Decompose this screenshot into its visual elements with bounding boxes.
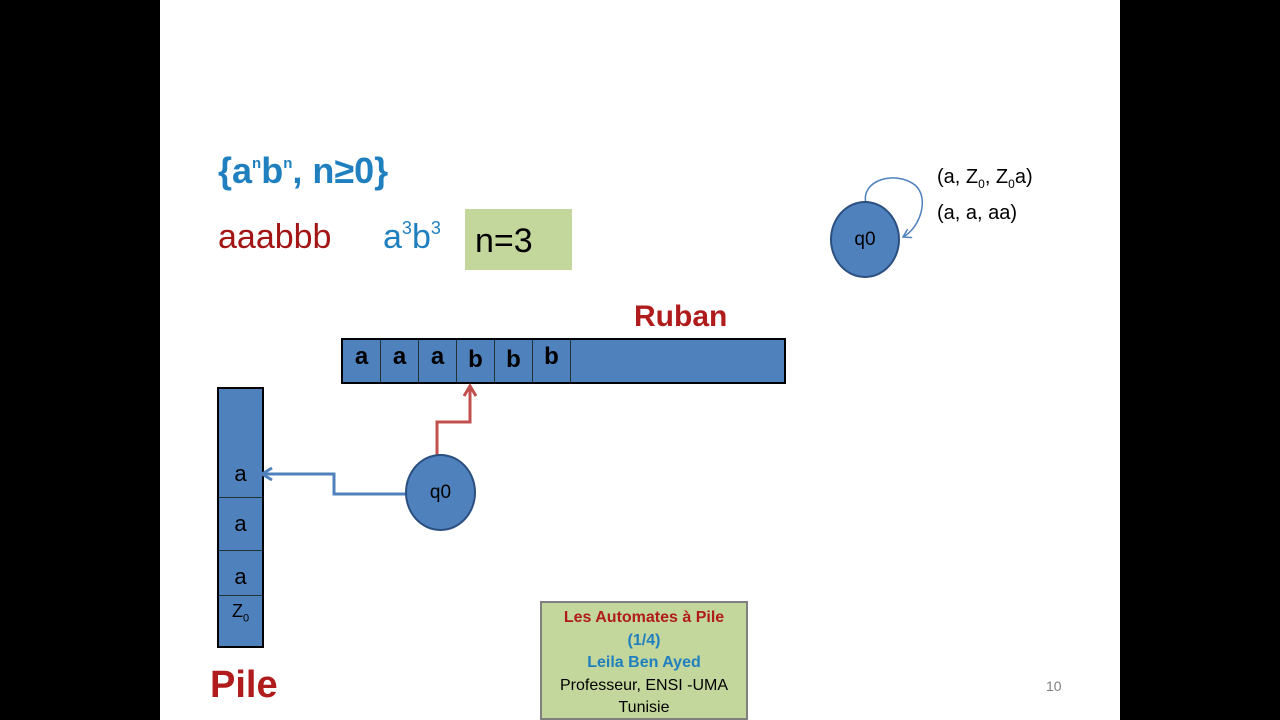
stack-cell: a — [234, 461, 247, 486]
page-number: 10 — [1046, 678, 1062, 694]
stack-cell: a — [234, 564, 247, 589]
lang-part-b: b — [261, 150, 284, 191]
tape: a a a b b b — [341, 338, 786, 384]
trans1-part3: a) — [1014, 166, 1033, 188]
transition-label-1: (a, Z0, Z0a) — [937, 166, 1033, 191]
machine-state-q0: q0 — [405, 454, 476, 531]
stack-cell: a — [234, 511, 247, 536]
tape-cell: b — [495, 340, 533, 382]
stack-pointer-arrowhead — [259, 466, 273, 482]
footer-author: Leila Ben Ayed — [587, 654, 701, 671]
tape-cell: b — [457, 340, 495, 382]
tape-label: Ruban — [634, 300, 728, 333]
footer-part: (1/4) — [627, 631, 661, 649]
stack-bottom-z: Z — [231, 601, 243, 621]
stack-bottom-sub: 0 — [242, 612, 250, 625]
lang-part-rest: , n≥0} — [292, 150, 389, 191]
trans1-part2: , Z — [984, 166, 1009, 188]
lang-part-a: {a — [218, 150, 253, 191]
transition-label-2: (a, a, aa) — [937, 202, 1018, 224]
stack-divider — [219, 595, 262, 596]
trans1-sub2: 0 — [1008, 177, 1015, 191]
tape-cell: b — [533, 340, 571, 382]
lang-exp-n1: n — [252, 155, 262, 172]
tape-head-arrow — [435, 388, 472, 456]
footer-position: Professeur, ENSI -UMA — [559, 676, 729, 694]
stack-divider — [219, 550, 262, 551]
example-word: aaabbb — [218, 218, 332, 256]
stack-bottom-symbol: Z0 — [219, 601, 262, 625]
tape-cell: a — [419, 340, 457, 382]
power-a: a — [383, 218, 402, 256]
example-power-form: a3b3 — [383, 218, 441, 257]
footer-credits-box: Les Automates à Pile (1/4) Leila Ben Aye… — [540, 601, 748, 720]
tape-head-arrowhead — [462, 383, 478, 397]
footer-course-title: Les Automates à Pile — [563, 609, 725, 626]
trans1-part1: (a, Z — [937, 166, 979, 188]
stack-pointer-arrow — [262, 472, 406, 496]
stack-divider — [219, 497, 262, 498]
power-b-exp: 3 — [430, 218, 441, 238]
language-definition: {anbn, n≥0} — [218, 150, 388, 192]
tape-cell: a — [343, 340, 381, 382]
n-value-box: n=3 — [465, 209, 572, 270]
power-a-exp: 3 — [401, 218, 412, 238]
footer-country: Tunisie — [618, 699, 670, 716]
self-loop-arrow — [864, 177, 924, 237]
tape-cell: a — [381, 340, 419, 382]
power-b: b — [411, 218, 431, 256]
trans1-sub1: 0 — [978, 177, 985, 191]
lang-exp-n2: n — [283, 155, 293, 172]
stack: a a a Z0 — [217, 387, 264, 648]
stack-label: Pile — [210, 664, 278, 706]
automaton-state-q0: q0 — [830, 201, 900, 278]
